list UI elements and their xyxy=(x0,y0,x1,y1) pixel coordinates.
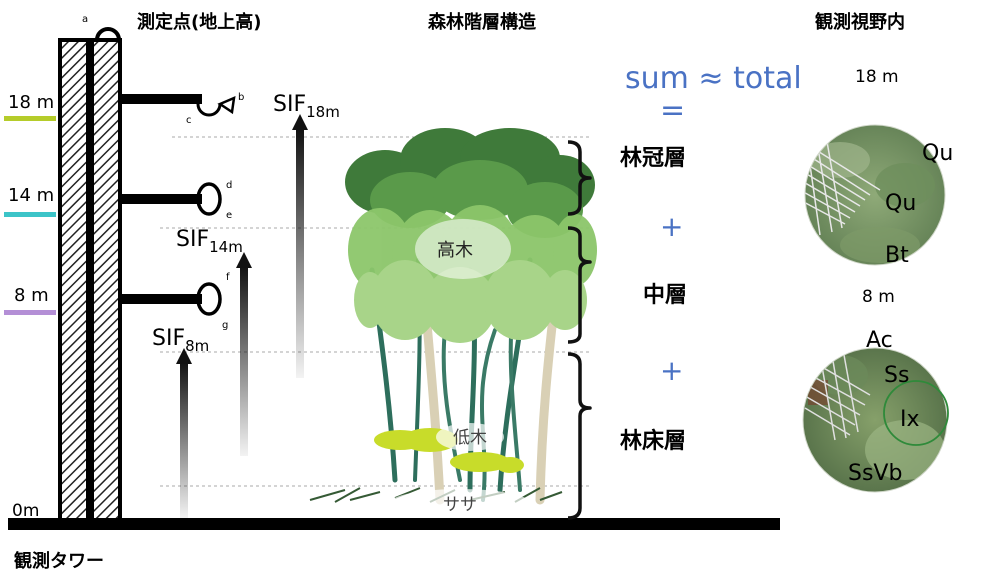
forest-illustration xyxy=(309,128,597,517)
arm-8m xyxy=(120,294,202,304)
sensor-letter-g: g xyxy=(222,320,228,331)
tall-trees-label: 高木 xyxy=(437,240,473,261)
equals-sign: = xyxy=(660,93,685,128)
fov-height-8m: 8 m xyxy=(862,287,895,307)
height-label-18m: 18 m xyxy=(8,92,54,113)
sum-total-text: sum ≈ total xyxy=(625,61,802,96)
sensor-d-e-icon xyxy=(196,182,222,216)
sensor-letter-a: a xyxy=(82,14,88,25)
field-of-view-title: 観測視野内 xyxy=(815,11,905,33)
fov-18m-species-1: Qu xyxy=(922,141,953,166)
sensor-b-icon xyxy=(217,95,236,115)
fov-circle-18m xyxy=(804,124,946,266)
sensor-letter-e: e xyxy=(226,210,232,221)
sif-arrow-8m xyxy=(176,348,192,518)
floor-layer-label: 林床層 xyxy=(620,428,686,454)
fov-18m-species-2: Qu xyxy=(885,191,916,216)
sensor-f-g-icon xyxy=(196,282,222,316)
plus-sign-1: + xyxy=(660,210,683,243)
fov-8m-species-2: Ss xyxy=(884,363,909,388)
low-trees-label: 低木 xyxy=(453,428,487,448)
arm-14m xyxy=(120,194,202,204)
arm-18m xyxy=(120,94,202,104)
fov-photo-18m xyxy=(805,125,945,265)
sif-label-14m: SIF14m xyxy=(176,227,243,256)
sensor-a-icon xyxy=(95,27,121,41)
sif-arrow-18m xyxy=(292,114,308,378)
sasa-label: ササ xyxy=(443,495,477,515)
fov-8m-species-3: Ix xyxy=(900,407,920,432)
canopy-layer-label: 林冠層 xyxy=(620,146,686,171)
middle-layer-label: 中層 xyxy=(643,283,687,308)
height-bar-14m xyxy=(4,212,56,217)
measurement-points-title: 測定点(地上高) xyxy=(137,11,261,33)
fov-8m-species-1: Ac xyxy=(866,328,893,353)
height-label-14m: 14 m xyxy=(8,185,54,206)
sensor-c-icon xyxy=(196,103,222,117)
sensor-letter-b: b xyxy=(238,92,244,103)
height-label-8m: 8 m xyxy=(14,285,49,306)
height-label-0m: 0m xyxy=(12,501,39,521)
sensor-letter-d: d xyxy=(226,180,232,191)
plus-sign-2: + xyxy=(660,354,683,387)
fov-18m-species-3: Bt xyxy=(885,243,909,268)
height-bar-18m xyxy=(4,116,56,121)
fov-8m-species-4: SsVb xyxy=(848,461,902,486)
ground-line xyxy=(8,518,780,530)
sif-arrow-14m xyxy=(236,252,252,456)
layer-braces xyxy=(567,140,592,520)
fov-height-18m: 18 m xyxy=(855,67,899,87)
ix-highlight-circle xyxy=(883,380,949,446)
sif-label-18m: SIF18m xyxy=(273,92,340,121)
sif-label-8m: SIF8m xyxy=(152,326,209,355)
height-bar-8m xyxy=(4,310,56,315)
sensor-letter-c: c xyxy=(186,115,192,126)
tower-label: 観測タワー xyxy=(14,550,104,572)
sensor-letter-f: f xyxy=(226,272,230,283)
forest-structure-title: 森林階層構造 xyxy=(428,11,536,33)
observation-tower xyxy=(58,27,236,522)
